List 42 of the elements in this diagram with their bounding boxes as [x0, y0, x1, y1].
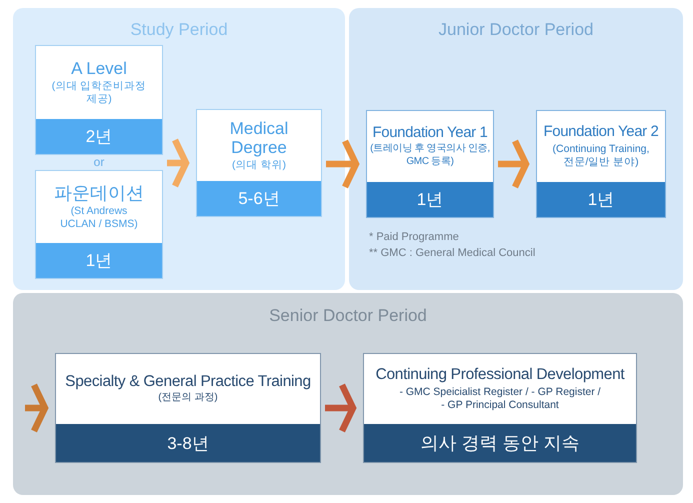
period-panel	[13, 8, 345, 290]
duration-band: 3-8년	[56, 424, 320, 462]
period-title: Junior Doctor Period	[438, 20, 594, 40]
step-title: Specialty & General Practice Training	[65, 373, 311, 390]
step-card	[536, 110, 666, 218]
step-subtitle: - GMC Speicialist Register / - GP Register / - GP Principal Consultant	[398, 386, 602, 412]
step-subtitle: (St Andrews UCLAN / BSMS)	[59, 204, 139, 232]
step-title: Medical Degree	[228, 118, 290, 157]
step-subtitle: (의대 학위)	[232, 158, 286, 172]
chevron-arrow	[25, 382, 48, 434]
step-card	[35, 45, 163, 155]
chevron-arrow	[326, 138, 360, 190]
footnote: * Paid Programme	[369, 231, 459, 244]
chevron-arrow	[325, 382, 356, 434]
step-card	[55, 353, 321, 463]
duration-band: 1년	[367, 182, 493, 217]
step-title: Foundation Year 2	[544, 124, 658, 141]
step-card	[35, 170, 163, 279]
step-title: Continuing Professional Development	[376, 366, 624, 384]
duration-band: 5-6년	[197, 181, 321, 216]
duration-band: 2년	[36, 119, 162, 154]
period-panel	[349, 8, 683, 290]
step-title: A Level	[71, 58, 127, 78]
step-subtitle: (트레이닝 후 영국의사 인증, GMC 등록)	[369, 143, 491, 168]
duration-band: 의사 경력 동안 지속	[364, 424, 636, 462]
period-panel	[13, 293, 683, 495]
footnote: ** GMC : General Medical Council	[369, 247, 536, 260]
period-title: Study Period	[129, 20, 229, 40]
duration-band: 1년	[36, 243, 162, 278]
or-label: or	[92, 155, 106, 170]
chevron-arrow	[498, 138, 530, 190]
chevron-arrow	[167, 136, 190, 190]
step-card	[366, 110, 494, 218]
step-title: 파운데이션	[54, 182, 144, 203]
step-subtitle: (전문의 과정)	[158, 392, 218, 405]
step-subtitle: (Continuing Training, 전문/일반 분야)	[552, 142, 650, 170]
step-card	[196, 109, 322, 217]
step-title: Foundation Year 1	[372, 124, 488, 142]
duration-band: 1년	[537, 182, 665, 217]
step-subtitle: (의대 입학준비과정 제공)	[50, 80, 148, 106]
period-title: Senior Doctor Period	[268, 306, 428, 326]
step-card	[363, 353, 637, 463]
